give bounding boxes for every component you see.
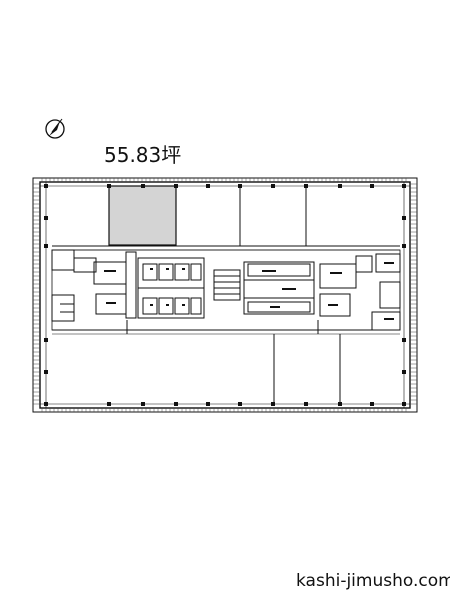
structural-columns [44,184,406,406]
column [44,338,48,342]
column [402,184,406,188]
column [402,216,406,220]
column [107,184,111,188]
column [402,338,406,342]
column [271,184,275,188]
column [238,402,242,406]
column [402,244,406,248]
facade-hatching [33,178,417,412]
column [402,370,406,374]
south-office-walls [52,320,400,404]
column [304,184,308,188]
column [338,402,342,406]
column [370,402,374,406]
column [271,402,275,406]
column [402,402,406,406]
north-arrow-icon [45,118,65,139]
column [44,184,48,188]
central-core [51,249,401,331]
column [206,184,210,188]
site-watermark: kashi-jimusho.com [296,571,450,591]
core-details [104,262,394,320]
column [44,370,48,374]
column [338,184,342,188]
column [44,216,48,220]
column [107,402,111,406]
column [141,402,145,406]
column [174,402,178,406]
column [370,184,374,188]
column [141,184,145,188]
column [174,184,178,188]
column [304,402,308,406]
column [44,402,48,406]
column [238,184,242,188]
rented-unit[interactable] [108,185,177,246]
north-office-walls [52,186,400,251]
building-outline [32,177,418,413]
column [44,244,48,248]
floor-area-label: 55.83坪 [104,143,182,167]
column [206,402,210,406]
